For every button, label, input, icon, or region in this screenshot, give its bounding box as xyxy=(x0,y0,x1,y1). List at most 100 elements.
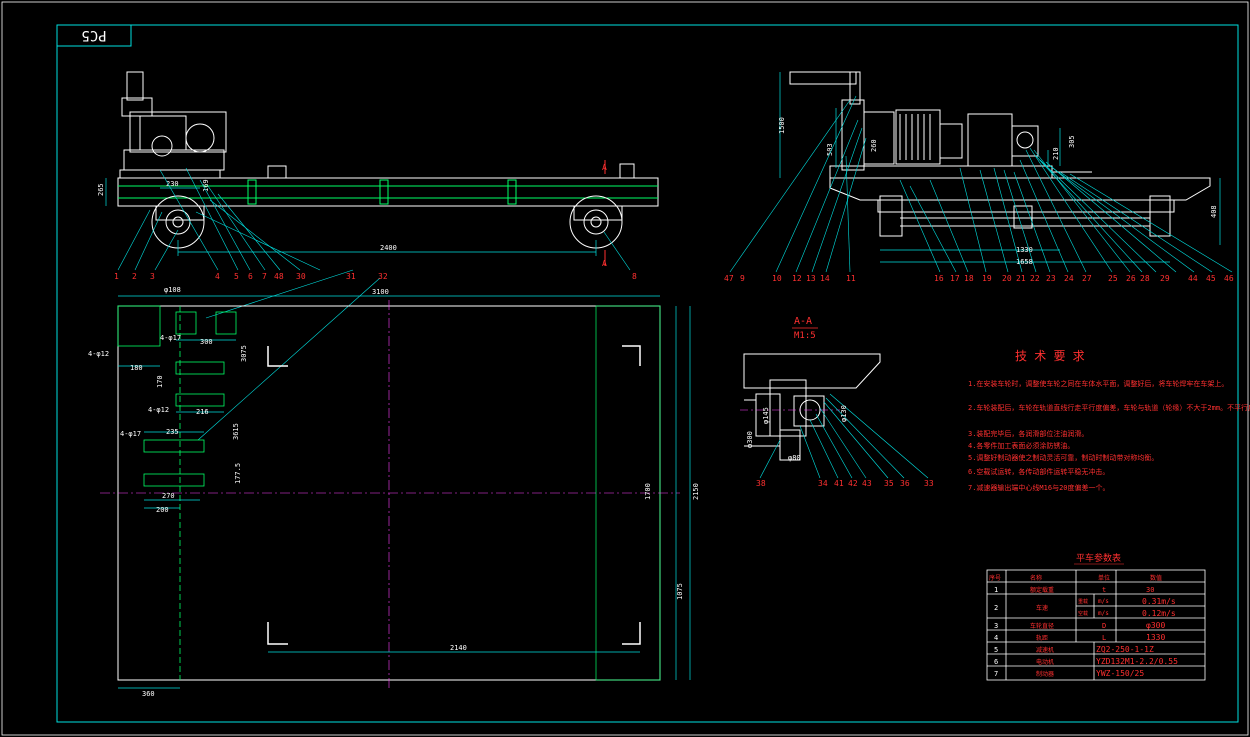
plan-view: 3100 2150 1700 1075 2140 360 φ108 4-φ12 … xyxy=(88,286,700,698)
balloon-18: 18 xyxy=(964,274,974,283)
cell-name: 车速 xyxy=(1036,604,1048,612)
param-table-headers: 序号 名称 单位 数值 xyxy=(989,574,1162,582)
cell-value: ZQ2-250-1-1Z xyxy=(1096,645,1154,654)
dim-bolt1: 4-φ12 xyxy=(88,350,109,358)
balloon-19: 19 xyxy=(982,274,992,283)
balloon-13: 13 xyxy=(806,274,816,283)
dim-phi145: φ145 xyxy=(762,407,770,424)
cell-name: 减速机 xyxy=(1036,646,1054,654)
balloon-7: 7 xyxy=(262,272,267,281)
cell-sub: 重载 xyxy=(1078,598,1088,605)
balloon-24: 24 xyxy=(1064,274,1074,283)
dim-169: 169 xyxy=(202,179,210,192)
tech-req-1: 1.在安装车轮时，调整使车轮之同在车体水平面，调整好后，将车轮焊牢在车架上。 xyxy=(968,379,1228,388)
balloon-20: 20 xyxy=(1002,274,1012,283)
dim-170: 170 xyxy=(156,375,164,388)
cell-unit: L xyxy=(1102,634,1106,642)
balloon-31: 31 xyxy=(346,272,356,281)
tech-req-6: 6.空载试运转，各传动部件运转平稳无冲击。 xyxy=(968,467,1109,476)
dim-phi108: φ108 xyxy=(164,286,181,294)
balloon-8: 8 xyxy=(632,272,637,281)
balloon-32: 32 xyxy=(378,272,388,281)
dim-260: 260 xyxy=(870,139,878,152)
cell-value: 30 xyxy=(1146,586,1154,594)
th-no: 序号 xyxy=(989,574,1001,582)
balloon-14: 14 xyxy=(820,274,830,283)
tech-req-5: 5.调整好制动器使之制动灵活可靠，制动时制动带对称均衡。 xyxy=(968,453,1158,462)
balloon-38: 38 xyxy=(756,479,766,488)
dim-1658: 1658 xyxy=(1016,258,1033,266)
cell-value: YWZ-150/25 xyxy=(1096,669,1144,678)
table-row: 5 xyxy=(994,646,998,654)
table-row: 1 xyxy=(994,586,998,594)
dim-216: 216 xyxy=(196,408,209,416)
balloon-28: 28 xyxy=(1140,274,1150,283)
table-row: 7 xyxy=(994,670,998,678)
dim-2150: 2150 xyxy=(692,483,700,500)
balloon-41: 41 xyxy=(834,479,844,488)
dim-408: 408 xyxy=(1210,205,1218,218)
balloon-30: 30 xyxy=(296,272,306,281)
cell-unit: m/s xyxy=(1098,598,1109,605)
balloon-42: 42 xyxy=(848,479,858,488)
balloon-23: 23 xyxy=(1046,274,1056,283)
balloon-21: 21 xyxy=(1016,274,1026,283)
cell-name: 额定载重 xyxy=(1030,586,1054,594)
cell-name: 车轮直径 xyxy=(1030,622,1054,630)
th-unit: 单位 xyxy=(1098,574,1110,582)
balloon-1: 1 xyxy=(114,272,119,281)
balloon-43: 43 xyxy=(862,479,872,488)
balloon-25: 25 xyxy=(1108,274,1118,283)
cell-name: 电动机 xyxy=(1036,658,1054,666)
balloon-46: 46 xyxy=(1224,274,1234,283)
dim-270: 270 xyxy=(162,492,175,500)
th-name: 名称 xyxy=(1030,574,1042,582)
balloon-29: 29 xyxy=(1160,274,1170,283)
section-title: A-A xyxy=(794,316,812,327)
param-table: 平车参数表 序号 名称 单位 数值 1 额定载重 xyxy=(986,552,1206,681)
cell-unit: D xyxy=(1102,622,1106,630)
dim-200: 200 xyxy=(156,506,169,514)
balloon-34: 34 xyxy=(818,479,828,488)
tech-requirements: 技 术 要 求 1.在安装车轮时，调整使车轮之同在车体水平面，调整好后，将车轮焊… xyxy=(968,349,1250,492)
cell-value: φ300 xyxy=(1146,621,1165,630)
cell-sub: 空载 xyxy=(1078,610,1088,617)
dim-230: 230 xyxy=(166,180,179,188)
end-view: 1500 503 260 305 210 408 1330 1658 xyxy=(724,71,1234,283)
balloon-36: 36 xyxy=(900,479,910,488)
dim-bolt2: 4-φ17 xyxy=(160,334,181,342)
dim-1330: 1330 xyxy=(1016,246,1033,254)
cell-name: 制动器 xyxy=(1036,670,1054,678)
table-row: 2 xyxy=(994,604,998,612)
cell-value: YZD132M1-2.2/0.55 xyxy=(1096,657,1178,666)
balloon-33: 33 xyxy=(924,479,934,488)
table-row: 3 xyxy=(994,622,998,630)
dim-3100: 3100 xyxy=(372,288,389,296)
dim-1775: 177.5 xyxy=(234,463,242,484)
table-row: 6 xyxy=(994,658,998,666)
balloon-17: 17 xyxy=(950,274,960,283)
section-mark-top: A xyxy=(602,163,607,172)
balloon-12: 12 xyxy=(792,274,802,283)
dim-1075: 1075 xyxy=(676,583,684,600)
dim-bolt4: 4-φ17 xyxy=(120,430,141,438)
drawing-tag: PC5 xyxy=(81,27,106,43)
dim-3615: 3615 xyxy=(232,423,240,440)
balloon-3: 3 xyxy=(150,272,155,281)
section-view: A-A M1:5 φ300 φ130 φ145 φ8 xyxy=(740,316,934,488)
dim-2140: 2140 xyxy=(450,644,467,652)
tech-req-7: 7.减速器输出端中心线M16与20度偏差一个。 xyxy=(968,483,1110,492)
cell-value: 1330 xyxy=(1146,633,1165,642)
balloon-44: 44 xyxy=(1188,274,1198,283)
dim-phi130: φ130 xyxy=(840,405,848,422)
balloon-47: 47 xyxy=(724,274,734,283)
tech-req-2: 2.车轮装配后，车轮在轨道直线行走平行度偏差，车轮与轨道（轮缘）不大于2mm。不… xyxy=(968,403,1250,412)
balloon-10: 10 xyxy=(772,274,782,283)
dim-360: 360 xyxy=(142,690,155,698)
balloon-16: 16 xyxy=(934,274,944,283)
balloon-9: 9 xyxy=(740,274,745,283)
side-view: A A 2400 265 230 169 xyxy=(97,71,659,441)
dim-300: 300 xyxy=(200,338,213,346)
cell-name: 轨距 xyxy=(1036,634,1048,642)
